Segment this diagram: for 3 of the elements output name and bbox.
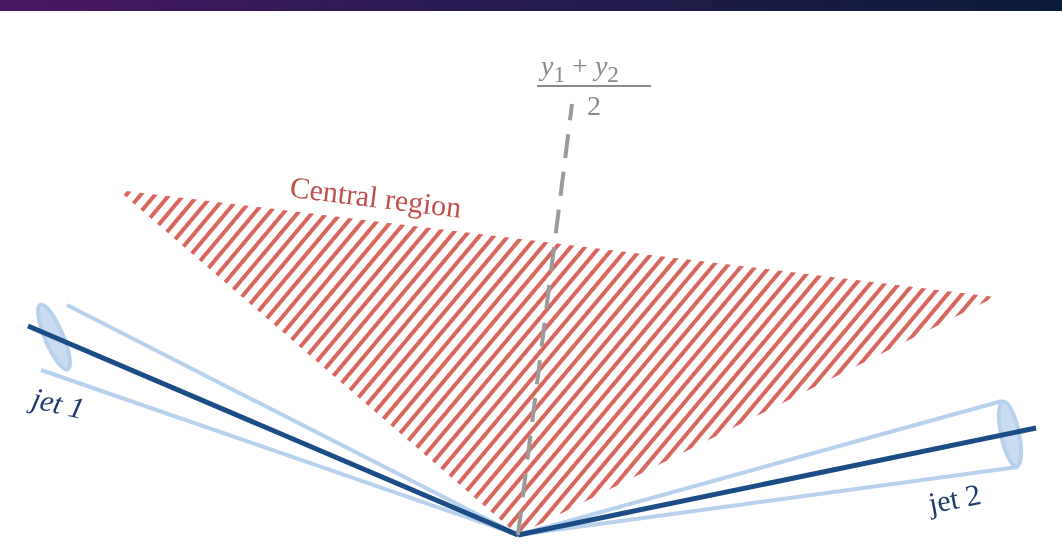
formula-denominator: 2	[587, 92, 601, 120]
region-label: Central region	[288, 172, 464, 223]
jet-label: jet 2	[926, 479, 984, 519]
